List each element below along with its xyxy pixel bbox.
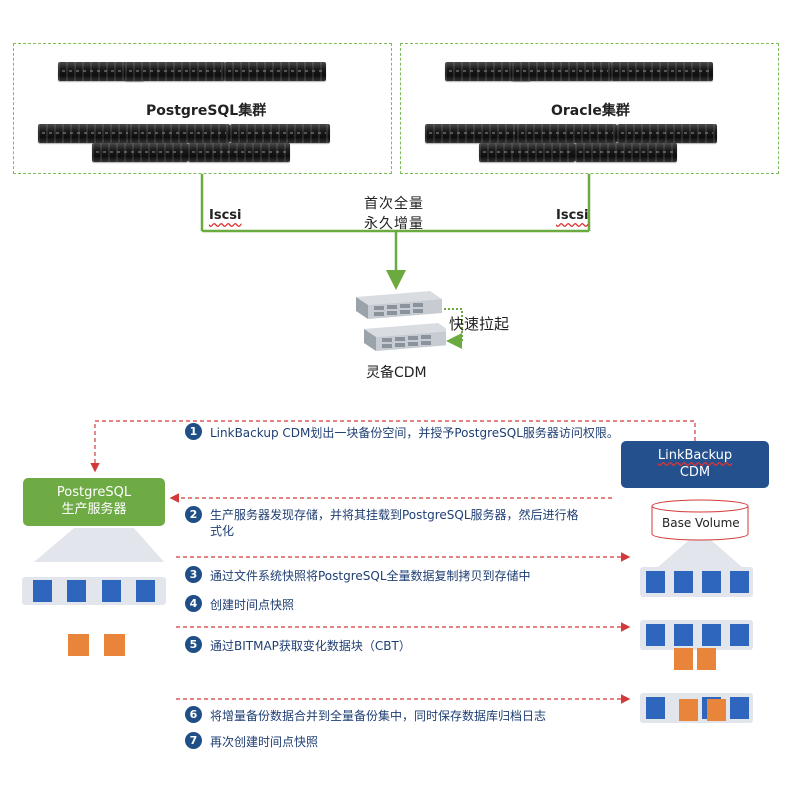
step-number-2: 2 xyxy=(185,506,202,523)
data-block xyxy=(646,571,665,593)
step-number-1: 1 xyxy=(185,423,202,440)
base-volume-label: Base Volume xyxy=(662,516,740,530)
step-text-2-line2: 式化 xyxy=(210,524,235,538)
base-volume-cylinder xyxy=(651,499,749,541)
step-text-1: LinkBackup CDM划出一块备份空间，并授予PostgreSQL服务器访… xyxy=(210,426,619,440)
data-block xyxy=(674,624,693,646)
storage-rack-image xyxy=(130,124,230,143)
data-block xyxy=(102,580,121,602)
data-block xyxy=(730,624,749,646)
step-text-2-line1: 生产服务器发现存储，并将其挂载到PostgreSQL服务器，然后进行格 xyxy=(210,508,579,522)
storage-rack-image xyxy=(445,62,531,81)
data-block xyxy=(730,697,749,719)
step-number-5: 5 xyxy=(185,636,202,653)
changed-block xyxy=(68,634,89,656)
linkbackup-cdm-box: LinkBackup CDM xyxy=(621,441,769,488)
storage-rack-image xyxy=(188,143,290,162)
changed-block xyxy=(104,634,125,656)
changed-block xyxy=(697,648,716,670)
data-block xyxy=(730,571,749,593)
pg-data-block-row xyxy=(22,577,166,605)
cdm-snapshot-row xyxy=(640,620,753,650)
data-block xyxy=(33,580,52,602)
data-block xyxy=(702,624,721,646)
pg-server-line1: PostgreSQL xyxy=(56,485,132,500)
cdm-box-line2: CDM xyxy=(679,465,711,480)
storage-rack-image xyxy=(38,124,132,143)
step-text-6: 将增量备份数据合并到全量备份集中，同时保存数据库归档日志 xyxy=(210,709,547,723)
storage-rack-image xyxy=(479,143,575,162)
step-number-6: 6 xyxy=(185,706,202,723)
oracle-cluster-box: Oracle集群 xyxy=(400,43,779,174)
data-block xyxy=(67,580,86,602)
data-block xyxy=(646,697,665,719)
storage-rack-image xyxy=(425,124,519,143)
step-text-5: 通过BITMAP获取变化数据块（CBT） xyxy=(210,639,411,653)
data-block xyxy=(702,571,721,593)
pg-server-funnel xyxy=(34,528,164,562)
storage-rack-image xyxy=(611,62,713,81)
pg-production-server-box: PostgreSQL 生产服务器 xyxy=(23,478,165,526)
storage-rack-image xyxy=(517,124,617,143)
cdm-full-copy-row xyxy=(640,567,753,597)
storage-rack-image xyxy=(224,62,326,81)
storage-rack-image xyxy=(125,62,225,81)
mode-line-full: 首次全量 xyxy=(364,196,424,212)
step-number-7: 7 xyxy=(185,732,202,749)
changed-block xyxy=(674,648,693,670)
cdm-box-line1: LinkBackup xyxy=(657,448,733,463)
storage-rack-image xyxy=(92,143,188,162)
iscsi-label-right: Iscsi xyxy=(556,208,589,223)
merged-block xyxy=(679,699,698,721)
step-text-4: 创建时间点快照 xyxy=(210,598,295,612)
step-number-4: 4 xyxy=(185,595,202,612)
iscsi-label-left: Iscsi xyxy=(209,208,242,223)
storage-rack-image xyxy=(575,143,677,162)
data-block xyxy=(646,624,665,646)
cdm-funnel xyxy=(658,540,742,567)
cdm-merged-row xyxy=(640,693,753,723)
pg-server-line2: 生产服务器 xyxy=(61,502,127,517)
step-text-7: 再次创建时间点快照 xyxy=(210,735,319,749)
storage-rack-image xyxy=(617,124,717,143)
storage-rack-image xyxy=(230,124,330,143)
mode-line-incremental: 永久增量 xyxy=(364,216,424,232)
red-dashed-flow-lines xyxy=(90,420,696,704)
green-link-lines xyxy=(200,174,591,290)
postgresql-cluster-box: PostgreSQL集群 xyxy=(13,43,392,174)
storage-rack-image xyxy=(58,62,144,81)
quick-restore-arrows xyxy=(440,308,463,349)
cdm-label: 灵备CDM xyxy=(366,365,427,381)
step-number-3: 3 xyxy=(185,566,202,583)
step-text-3: 通过文件系统快照将PostgreSQL全量数据复制拷贝到存储中 xyxy=(210,569,531,583)
data-block xyxy=(136,580,155,602)
oracle-cluster-label: Oracle集群 xyxy=(551,103,630,119)
cdm-server-icon xyxy=(356,291,446,351)
data-block xyxy=(674,571,693,593)
storage-rack-image xyxy=(512,62,612,81)
merged-block xyxy=(707,699,726,721)
postgresql-cluster-label: PostgreSQL集群 xyxy=(146,103,267,119)
quick-restore-label: 快速拉起 xyxy=(449,315,510,333)
